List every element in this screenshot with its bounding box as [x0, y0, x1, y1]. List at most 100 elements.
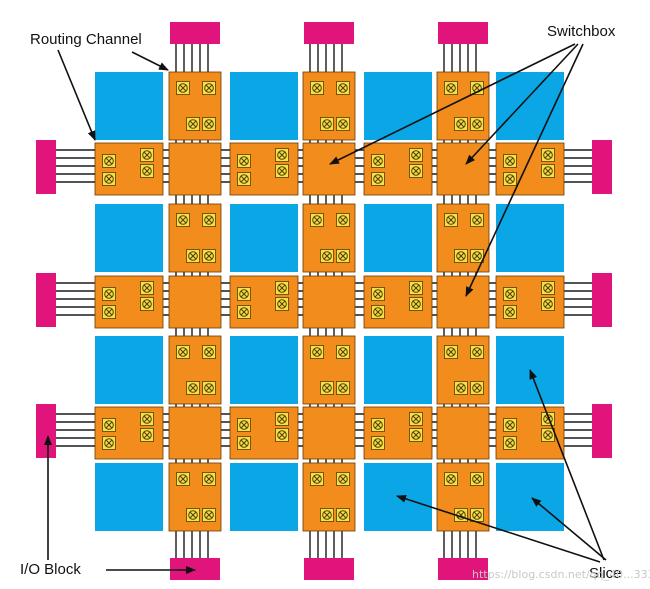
x-in-square-icon: [202, 508, 216, 522]
x-in-square-icon: [503, 154, 517, 168]
x-in-square-icon: [541, 148, 555, 162]
io-block-top: [438, 22, 488, 44]
x-in-square-icon: [470, 213, 484, 227]
x-in-square-icon: [176, 81, 190, 95]
x-in-square-icon: [102, 418, 116, 432]
x-in-square-icon: [102, 305, 116, 319]
x-in-square-icon: [409, 281, 423, 295]
x-in-square-icon: [140, 281, 154, 295]
switchbox: [302, 406, 356, 460]
io-block-top: [170, 22, 220, 44]
io-layer: [36, 22, 612, 580]
switchbox: [302, 275, 356, 329]
x-in-square-icon: [371, 436, 385, 450]
slice-block: [364, 72, 432, 140]
x-in-square-icon: [503, 418, 517, 432]
x-in-square-icon: [371, 287, 385, 301]
x-in-square-icon: [102, 287, 116, 301]
arrow-layer: [44, 43, 607, 574]
x-in-square-icon: [102, 172, 116, 186]
slice-block: [95, 72, 163, 140]
x-in-square-icon: [470, 117, 484, 131]
switchbox-arrow: [465, 43, 579, 165]
x-in-square-icon: [237, 287, 251, 301]
slice-arrow: [396, 494, 601, 563]
x-in-square-icon: [336, 508, 350, 522]
slice-block: [95, 463, 163, 531]
io-block-left: [36, 404, 56, 458]
x-in-square-icon: [409, 148, 423, 162]
x-in-square-icon: [320, 508, 334, 522]
x-in-square-icon: [541, 281, 555, 295]
x-in-square-icon: [275, 412, 289, 426]
x-in-square-icon: [371, 154, 385, 168]
x-in-square-icon: [176, 472, 190, 486]
x-in-square-icon: [140, 164, 154, 178]
slice-block: [364, 204, 432, 272]
x-in-square-icon: [371, 418, 385, 432]
x-in-square-icon: [503, 436, 517, 450]
x-in-square-icon: [541, 297, 555, 311]
x-in-square-icon: [541, 428, 555, 442]
routing-layer: [94, 71, 565, 532]
x-in-square-icon: [140, 412, 154, 426]
x-in-square-icon: [102, 436, 116, 450]
x-in-square-icon: [310, 472, 324, 486]
x-in-square-icon: [202, 345, 216, 359]
io-block-bottom: [438, 558, 488, 580]
x-in-square-icon: [310, 81, 324, 95]
switchbox: [436, 275, 490, 329]
x-in-square-icon: [275, 428, 289, 442]
io-block-right: [592, 273, 612, 327]
switchbox: [302, 142, 356, 196]
x-in-square-icon: [444, 345, 458, 359]
x-in-square-icon: [202, 117, 216, 131]
x-in-square-icon: [336, 249, 350, 263]
io-block-bottom: [170, 558, 220, 580]
x-in-square-icon: [176, 345, 190, 359]
x-in-square-icon: [202, 381, 216, 395]
x-in-square-icon: [409, 164, 423, 178]
slice-arrow: [529, 369, 605, 561]
x-in-square-icon: [320, 381, 334, 395]
x-in-square-icon: [336, 345, 350, 359]
routing-channel-arrow: [57, 49, 96, 141]
x-in-square-icon: [503, 305, 517, 319]
watermark-text: https://blog.csdn.net/qq_40...333: [472, 568, 650, 581]
x-in-square-icon: [140, 148, 154, 162]
x-in-square-icon: [237, 154, 251, 168]
x-in-square-icon: [470, 381, 484, 395]
switchbox-label: Switchbox: [547, 23, 616, 40]
switchbox: [168, 406, 222, 460]
x-in-square-icon: [503, 287, 517, 301]
slice-block: [496, 204, 564, 272]
slice-block: [496, 463, 564, 531]
x-in-square-icon: [454, 381, 468, 395]
x-in-square-icon: [310, 345, 324, 359]
x-in-square-icon: [237, 436, 251, 450]
x-in-square-icon: [275, 297, 289, 311]
io-block-left: [36, 273, 56, 327]
x-in-square-icon: [310, 213, 324, 227]
x-in-square-icon: [275, 148, 289, 162]
x-in-square-icon: [470, 345, 484, 359]
x-in-square-icon: [541, 412, 555, 426]
switchbox-arrow: [465, 43, 584, 297]
routing-channel-label: Routing Channel: [30, 31, 142, 48]
connection-layer: [102, 81, 555, 522]
x-in-square-icon: [454, 249, 468, 263]
switchbox-arrow: [329, 43, 576, 165]
slice-label: Slice: [589, 565, 622, 582]
slice-block: [230, 336, 298, 404]
x-in-square-icon: [186, 117, 200, 131]
x-in-square-icon: [237, 418, 251, 432]
io-block-right: [592, 140, 612, 194]
x-in-square-icon: [470, 508, 484, 522]
x-in-square-icon: [176, 213, 190, 227]
x-in-square-icon: [409, 412, 423, 426]
x-in-square-icon: [470, 472, 484, 486]
switchbox: [436, 406, 490, 460]
io-block-label: I/O Block: [20, 561, 81, 578]
io-block-bottom: [304, 558, 354, 580]
